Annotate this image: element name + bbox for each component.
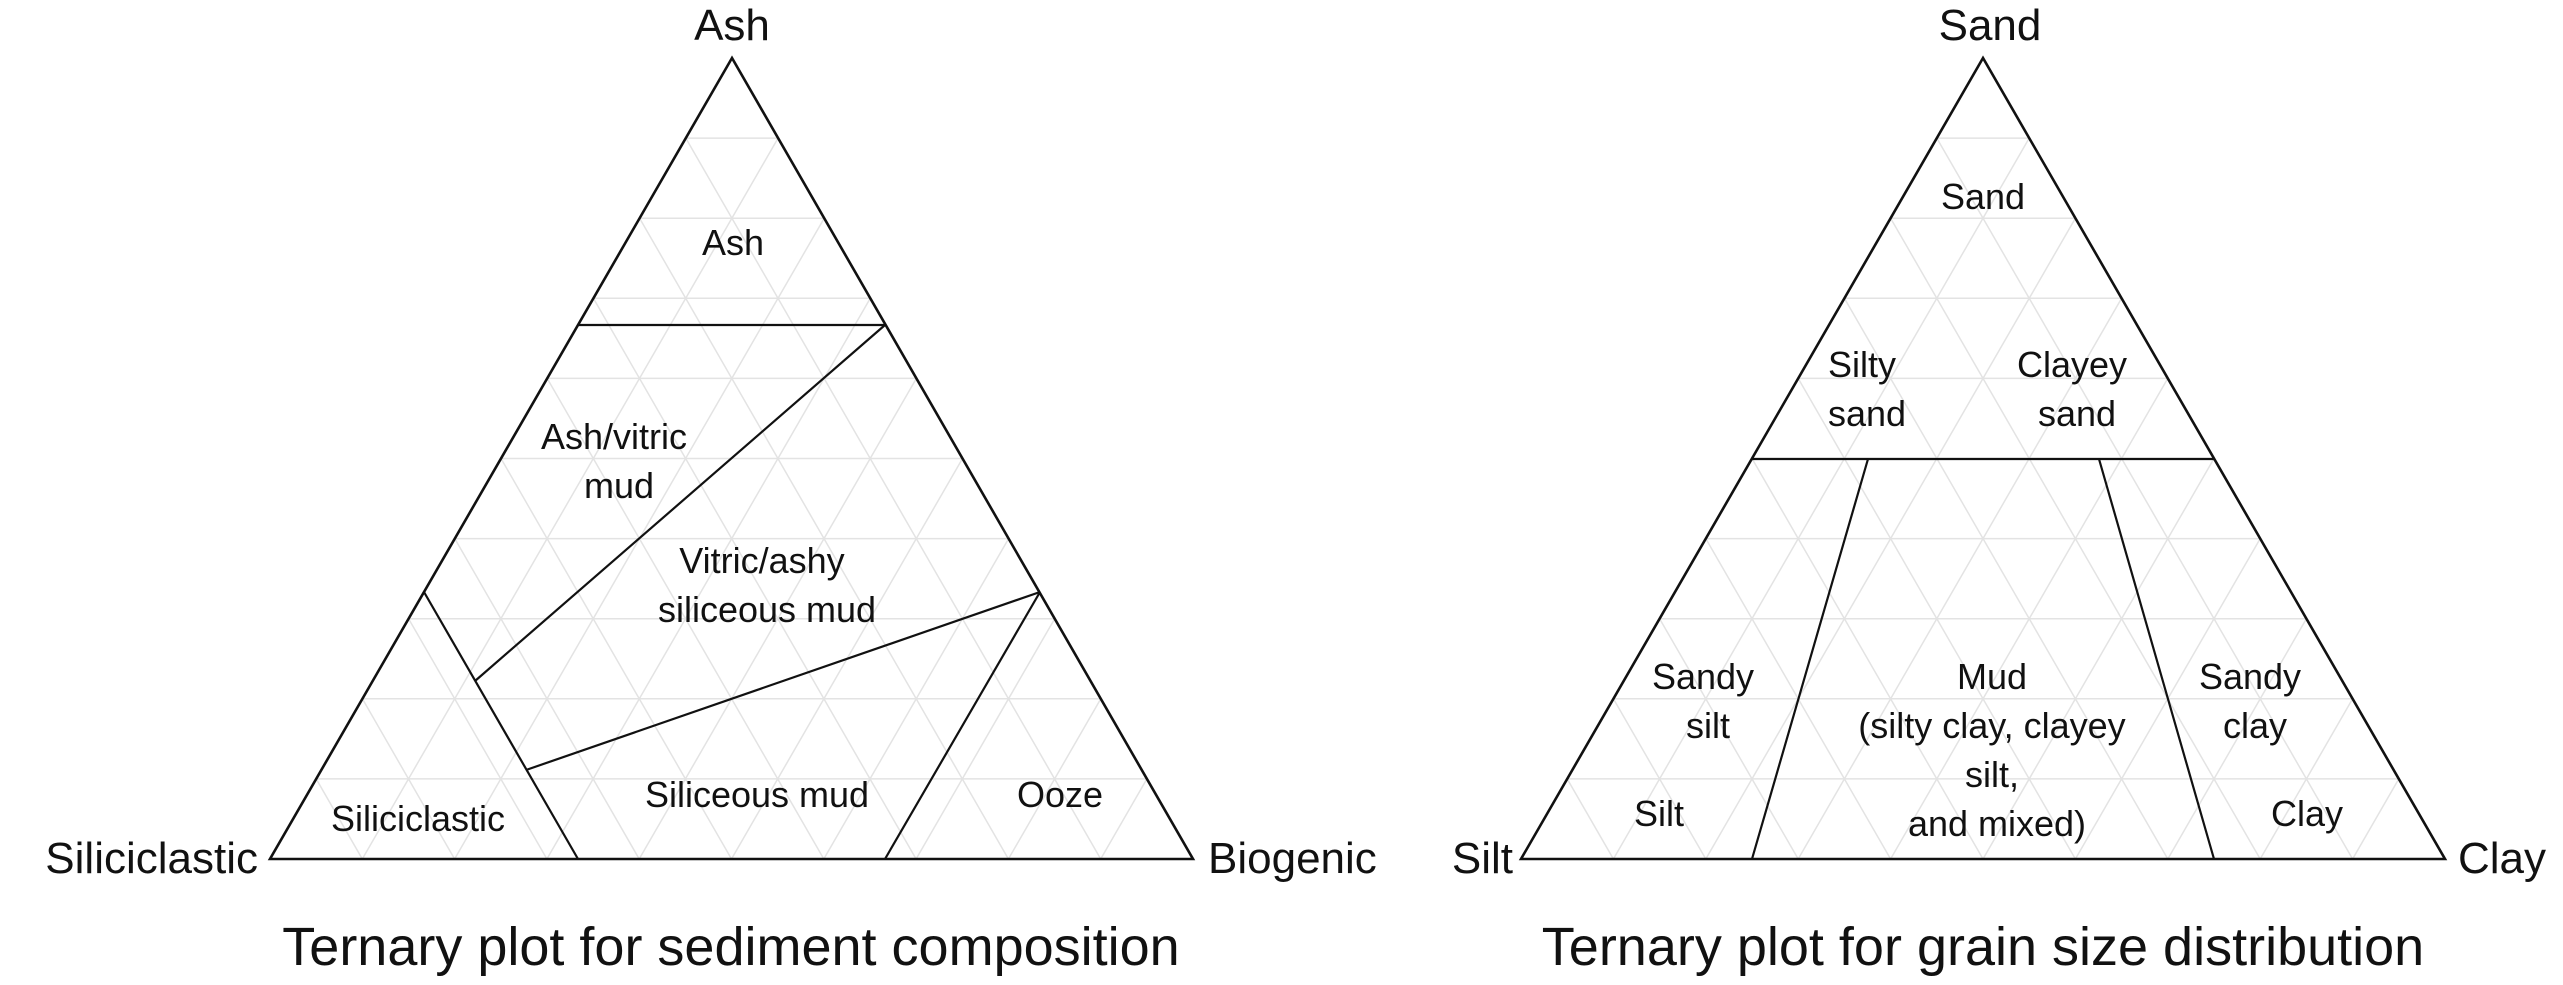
region-label-line: silt, — [1965, 754, 2019, 795]
grid-line — [1612, 137, 2030, 860]
grid-line — [1936, 137, 2354, 860]
grid-line — [685, 137, 1102, 860]
ooze-boundary — [884, 591, 1041, 860]
region-label-line: Ash/vitric — [541, 416, 687, 457]
region-label-line: Sandy — [2199, 656, 2301, 697]
region-label-line: Ooze — [1017, 774, 1103, 815]
region-label-clay: Clay — [2271, 793, 2343, 834]
region-label-line: sand — [2038, 393, 2116, 434]
region-label-line: Silt — [1634, 793, 1684, 834]
region-label-line: siliceous mud — [658, 589, 876, 630]
grain-size-ternary-plot: Sand Silt Clay Sand Silty sand Clayey sa… — [1452, 1, 2546, 977]
region-label-line: silt — [1686, 705, 1730, 746]
region-label-clayey-sand: Clayey sand — [2017, 344, 2137, 434]
region-label-sand: Sand — [1941, 176, 2025, 217]
mud-right-boundary — [2097, 458, 2216, 860]
grain-size-grid — [1566, 137, 2400, 860]
region-label-line: Ash — [702, 222, 764, 263]
grid-line — [315, 778, 363, 860]
region-label-line: Clay — [2271, 793, 2343, 834]
region-label-ooze: Ooze — [1017, 774, 1103, 815]
grid-line — [1843, 297, 2169, 860]
region-label-line: mud — [584, 465, 654, 506]
grid-line — [915, 618, 1056, 860]
region-label-line: and mixed) — [1908, 803, 2086, 844]
region-label-line: Siliceous mud — [645, 774, 869, 815]
grid-line — [1889, 217, 2261, 860]
composition-triangle-outline — [267, 55, 1196, 861]
grid-line — [1982, 458, 2215, 860]
grid-line — [407, 618, 548, 860]
grain-size-boundaries — [1750, 457, 2216, 860]
grid-line — [361, 137, 779, 860]
vertex-label-right: Clay — [2458, 834, 2546, 883]
region-label-ash-vitric-mud: Ash/vitric mud — [541, 416, 697, 506]
grid-line — [2167, 618, 2308, 860]
grid-line — [1658, 618, 1799, 860]
vertex-label-left: Siliciclastic — [45, 834, 258, 883]
region-label-line: Clayey — [2017, 344, 2127, 385]
ash-vitric-mud-boundary — [474, 324, 886, 682]
region-label-silty-sand: Silty sand — [1828, 344, 1906, 434]
region-label-siliceous-mud: Siliceous mud — [645, 774, 869, 815]
grid-line — [2351, 778, 2400, 860]
grid-line — [1100, 778, 1148, 860]
region-label-line: (silty clay, clayey — [1858, 705, 2125, 746]
region-label-line: Mud — [1957, 656, 2027, 697]
region-label-vitric-ashy-siliceous-mud: Vitric/ashy siliceous mud — [658, 540, 876, 630]
grid-line — [1797, 297, 2123, 860]
composition-ternary-plot: Ash Siliciclastic Biogenic Ash Ash/vitri… — [45, 1, 1376, 977]
region-label-line: Sandy — [1652, 656, 1754, 697]
region-label-line: Silty — [1828, 344, 1896, 385]
region-label-line: Siliciclastic — [331, 798, 505, 839]
siliciclastic-boundary — [423, 591, 579, 860]
composition-boundaries — [423, 323, 1041, 860]
region-label-line: sand — [1828, 393, 1906, 434]
region-label-sandy-clay: Sandy clay — [2199, 656, 2311, 746]
vertex-label-top: Ash — [694, 1, 770, 50]
vertex-label-right: Biogenic — [1208, 834, 1377, 883]
grid-line — [500, 458, 733, 860]
silty-clayey-sand-boundary — [1750, 458, 1870, 860]
region-label-line: Vitric/ashy — [679, 540, 844, 581]
region-label-sandy-silt: Sandy silt — [1652, 656, 1764, 746]
siliceous-mud-upper-boundary — [525, 590, 1041, 772]
region-label-siliciclastic: Siliciclastic — [331, 798, 505, 839]
vertex-label-left: Silt — [1452, 834, 1513, 883]
grain-size-caption: Ternary plot for grain size distribution — [1542, 917, 2424, 977]
grid-line — [1751, 458, 1984, 860]
grid-line — [592, 297, 917, 860]
region-label-line: Sand — [1941, 176, 2025, 217]
region-label-mud: Mud (silty clay, clayey silt, and mixed) — [1858, 656, 2135, 844]
grain-size-region-labels: Sand Silty sand Clayey sand Sandy silt M… — [1634, 176, 2343, 844]
composition-region-labels: Ash Ash/vitric mud Vitric/ashy siliceous… — [331, 222, 1103, 839]
vertex-label-top: Sand — [1939, 1, 2042, 50]
grid-line — [1566, 778, 1615, 860]
region-label-line: clay — [2223, 705, 2287, 746]
grid-line — [1705, 217, 2077, 860]
region-label-ash: Ash — [702, 222, 764, 263]
grid-line — [546, 297, 871, 860]
region-label-silt: Silt — [1634, 793, 1684, 834]
composition-caption: Ternary plot for sediment composition — [282, 917, 1179, 977]
